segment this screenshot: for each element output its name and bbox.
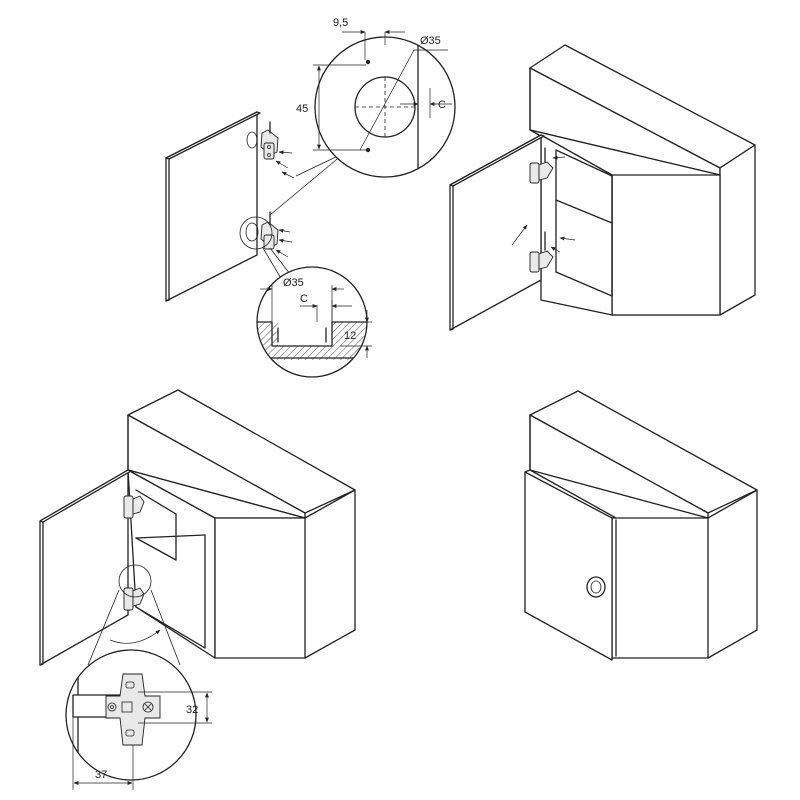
open-door xyxy=(449,134,545,331)
door-leaf xyxy=(165,111,261,302)
detail-cup-section: Ø35 C 12 xyxy=(256,266,372,378)
swing-arc xyxy=(109,629,161,644)
detail-cup-position xyxy=(314,36,456,178)
dim-plate-offset-label: 37 xyxy=(95,769,107,781)
dimension-diameter-top: Ø35 xyxy=(414,35,448,51)
hinge-upper-adjust xyxy=(123,495,145,519)
detail-marker-circle xyxy=(239,216,273,250)
cabinet-closed-body xyxy=(529,390,758,659)
dim-plate-height-label: 32 xyxy=(186,704,198,716)
dim-offset-label: 9,5 xyxy=(333,17,348,29)
closed-door xyxy=(524,469,617,661)
cabinet-body-open xyxy=(127,389,356,659)
open-door-left xyxy=(39,469,132,666)
panel-drill-door: 9,5 Ø35 45 C xyxy=(165,17,456,378)
dim-diameter-top-label: Ø35 xyxy=(420,35,441,47)
hinge-top xyxy=(246,121,279,160)
panel-adjust-hinge: 32 37 xyxy=(39,389,356,790)
dim-diameter-bottom-label: Ø35 xyxy=(283,277,304,289)
dimension-c-top: C xyxy=(400,88,452,118)
dim-depth-label: 12 xyxy=(344,330,356,342)
dim-c-bottom-label: C xyxy=(300,293,308,305)
detail-hinge-plate xyxy=(65,649,197,781)
panel-mount-door xyxy=(449,44,756,331)
dimension-plate-offset: 37 xyxy=(72,717,134,790)
detail-marker-circle-p3 xyxy=(118,564,152,598)
dimension-height: 45 xyxy=(296,64,366,151)
cabinet-body xyxy=(529,44,756,316)
dimension-offset: 9,5 xyxy=(333,17,405,60)
screw-arrows xyxy=(275,150,295,258)
door-knob-icon xyxy=(586,576,606,598)
mounting-arrows xyxy=(511,155,576,253)
hinge-upper-mounted xyxy=(529,147,554,184)
panel-closed-cabinet xyxy=(524,390,758,661)
hinge-lower-mounted xyxy=(529,231,554,273)
dim-c-top-label: C xyxy=(438,99,446,111)
dim-height-label: 45 xyxy=(296,103,308,115)
dimension-plate-height: 32 xyxy=(138,691,212,724)
